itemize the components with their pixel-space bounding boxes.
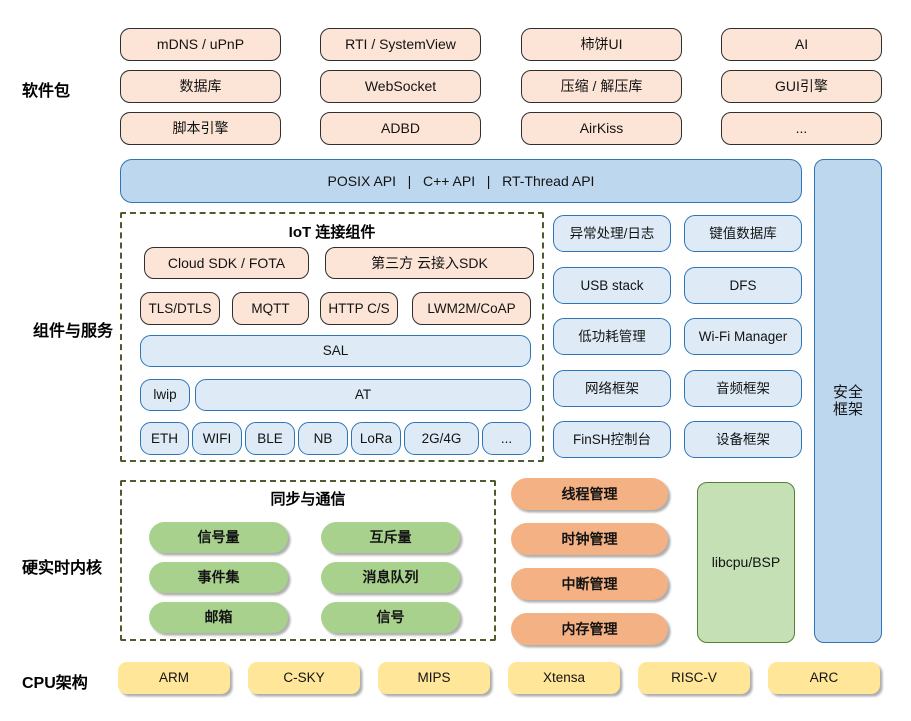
sync-box: 互斥量	[321, 522, 460, 553]
management-box: 线程管理	[511, 478, 668, 510]
sync-box: 邮箱	[149, 602, 288, 633]
link-box: WIFI	[192, 422, 242, 455]
iot-panel: IoT 连接组件 Cloud SDK / FOTA 第三方 云接入SDK TLS…	[120, 212, 544, 462]
side-label-packages: 软件包	[22, 83, 71, 100]
cpu-arch-box: C-SKY	[248, 662, 360, 694]
protocol-box: TLS/DTLS	[140, 292, 220, 325]
service-box: 网络框架	[553, 370, 671, 407]
package-box: AirKiss	[521, 112, 682, 145]
side-label-components: 组件与服务	[33, 323, 114, 340]
service-box: USB stack	[553, 267, 671, 304]
third-party-sdk-box: 第三方 云接入SDK	[325, 247, 534, 279]
package-box: 柿饼UI	[521, 28, 682, 61]
package-box: 脚本引擎	[120, 112, 281, 145]
service-box: 低功耗管理	[553, 318, 671, 355]
service-box: FinSH控制台	[553, 421, 671, 458]
package-box: mDNS / uPnP	[120, 28, 281, 61]
sync-panel-title: 同步与通信	[270, 491, 346, 508]
iot-panel-title: IoT 连接组件	[288, 224, 376, 241]
service-box: 键值数据库	[684, 215, 802, 252]
cpu-arch-box: ARM	[118, 662, 230, 694]
side-label-kernel: 硬实时内核	[22, 560, 103, 577]
sal-box: SAL	[140, 335, 531, 367]
side-label-cpu: CPU架构	[22, 675, 88, 692]
lwip-box: lwip	[140, 379, 190, 411]
package-box: WebSocket	[320, 70, 481, 103]
package-box: 数据库	[120, 70, 281, 103]
cpu-arch-box: ARC	[768, 662, 880, 694]
service-box: 音频框架	[684, 370, 802, 407]
link-box: 2G/4G	[404, 422, 479, 455]
package-box: AI	[721, 28, 882, 61]
link-box: NB	[298, 422, 348, 455]
link-box: BLE	[245, 422, 295, 455]
sync-panel: 同步与通信 信号量 互斥量 事件集 消息队列 邮箱 信号	[120, 480, 496, 641]
service-box: DFS	[684, 267, 802, 304]
protocol-box: MQTT	[232, 292, 309, 325]
sync-box: 信号量	[149, 522, 288, 553]
libcpu-bsp-box: libcpu/BSP	[697, 482, 795, 643]
protocol-box: HTTP C/S	[320, 292, 398, 325]
security-framework-bar: 安全 框架	[814, 159, 882, 643]
link-box: ...	[482, 422, 531, 455]
service-box: 异常处理/日志	[553, 215, 671, 252]
management-box: 内存管理	[511, 613, 668, 645]
sync-box: 信号	[321, 602, 460, 633]
api-bar: POSIX API | C++ API | RT-Thread API	[120, 159, 802, 203]
protocol-box: LWM2M/CoAP	[412, 292, 531, 325]
cloud-sdk-box: Cloud SDK / FOTA	[144, 247, 309, 279]
package-box: GUI引擎	[721, 70, 882, 103]
package-box: ...	[721, 112, 882, 145]
sync-box: 事件集	[149, 562, 288, 593]
link-box: LoRa	[351, 422, 401, 455]
at-box: AT	[195, 379, 531, 411]
management-box: 时钟管理	[511, 523, 668, 555]
cpu-arch-box: RISC-V	[638, 662, 750, 694]
package-box: RTI / SystemView	[320, 28, 481, 61]
cpu-arch-box: Xtensa	[508, 662, 620, 694]
management-box: 中断管理	[511, 568, 668, 600]
service-box: Wi-Fi Manager	[684, 318, 802, 355]
link-box: ETH	[140, 422, 189, 455]
sync-box: 消息队列	[321, 562, 460, 593]
package-box: ADBD	[320, 112, 481, 145]
cpu-arch-box: MIPS	[378, 662, 490, 694]
package-box: 压缩 / 解压库	[521, 70, 682, 103]
service-box: 设备框架	[684, 421, 802, 458]
